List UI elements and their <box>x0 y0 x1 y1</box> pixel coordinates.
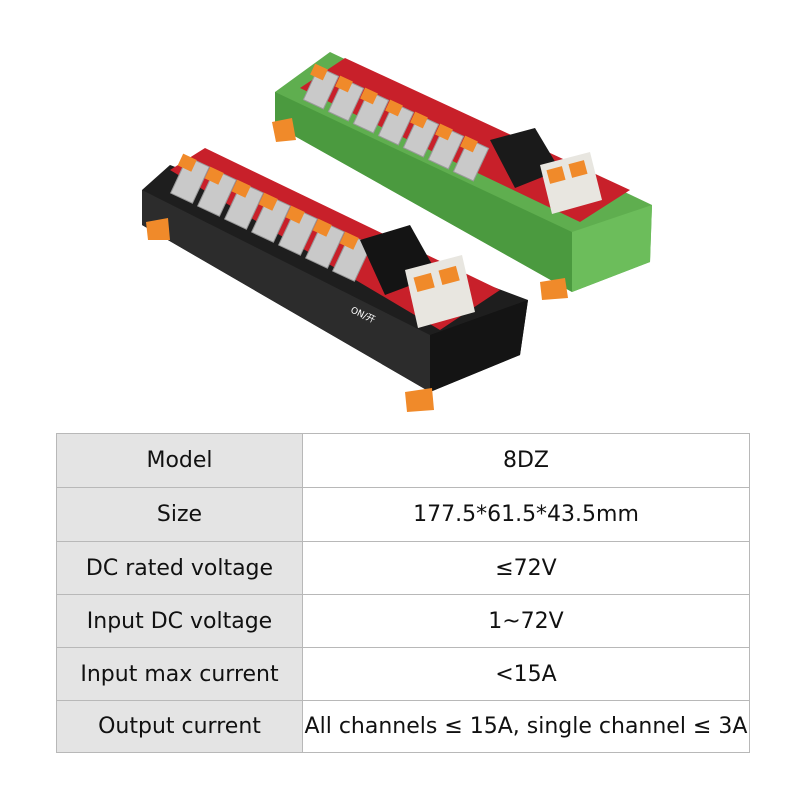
table-row: Input max current <15A <box>56 647 750 701</box>
table-row: Size 177.5*61.5*43.5mm <box>56 487 750 542</box>
green-distribution-board <box>272 52 652 300</box>
spec-label: Output current <box>56 700 303 753</box>
spec-value: 177.5*61.5*43.5mm <box>302 487 750 542</box>
table-row: DC rated voltage ≤72V <box>56 541 750 595</box>
spec-label: Size <box>56 487 303 542</box>
black-distribution-board: ON/开 <box>142 148 528 412</box>
spec-value: ≤72V <box>302 541 750 595</box>
table-row: Output current All channels ≤ 15A, singl… <box>56 700 750 753</box>
spec-label: Input max current <box>56 647 303 701</box>
table-row: Model 8DZ <box>56 433 750 488</box>
spec-value: 1~72V <box>302 594 750 648</box>
spec-value: <15A <box>302 647 750 701</box>
spec-label: Input DC voltage <box>56 594 303 648</box>
table-row: Input DC voltage 1~72V <box>56 594 750 648</box>
spec-value: 8DZ <box>302 433 750 488</box>
spec-table: Model 8DZ Size 177.5*61.5*43.5mm DC rate… <box>56 433 750 753</box>
spec-label: Model <box>56 433 303 488</box>
spec-value: All channels ≤ 15A, single channel ≤ 3A <box>302 700 750 753</box>
product-photo: ON/开 <box>142 52 652 412</box>
spec-label: DC rated voltage <box>56 541 303 595</box>
